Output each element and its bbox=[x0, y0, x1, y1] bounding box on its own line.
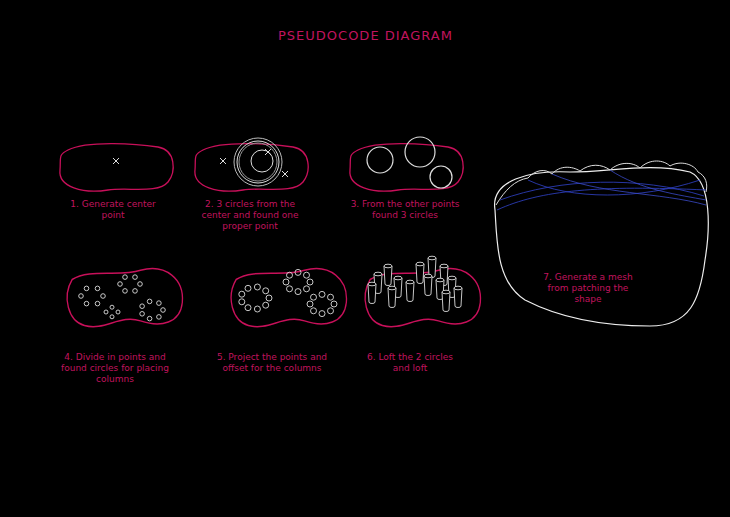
point-circle bbox=[311, 294, 317, 300]
point-circle bbox=[138, 282, 143, 287]
point-circle bbox=[239, 299, 245, 305]
step-caption: 7. Generate a mesh from patching the sha… bbox=[542, 272, 634, 305]
point-circle bbox=[123, 289, 128, 294]
point-circle bbox=[304, 272, 310, 278]
point-circle bbox=[110, 315, 114, 319]
three-circles bbox=[367, 137, 452, 188]
point-circle bbox=[331, 301, 337, 307]
point-circle bbox=[254, 306, 260, 312]
point-circle bbox=[328, 294, 334, 300]
column-body bbox=[424, 276, 432, 296]
center-point bbox=[113, 158, 119, 164]
point-circle bbox=[147, 316, 152, 321]
point-circle bbox=[140, 312, 145, 317]
point-circle bbox=[254, 284, 260, 290]
point-circle bbox=[101, 294, 106, 299]
point-circle bbox=[295, 269, 301, 275]
column-top bbox=[368, 282, 376, 286]
point-circle bbox=[161, 308, 166, 313]
column-body bbox=[368, 284, 376, 304]
point-circle bbox=[319, 311, 325, 317]
point-circle bbox=[110, 305, 114, 309]
column-top bbox=[436, 278, 444, 282]
column-body bbox=[384, 266, 392, 286]
point-circle bbox=[133, 275, 138, 280]
column-top bbox=[424, 274, 432, 278]
column-top bbox=[416, 262, 424, 266]
point-circle bbox=[263, 288, 269, 294]
point-circle bbox=[263, 302, 269, 308]
site-outline bbox=[231, 269, 346, 327]
site-outline bbox=[195, 144, 308, 191]
point-circle bbox=[287, 272, 293, 278]
point-circle bbox=[140, 304, 145, 309]
column-top bbox=[440, 264, 448, 268]
step-caption: 1. Generate center point bbox=[58, 199, 168, 221]
point-circle bbox=[245, 305, 251, 311]
point-circle bbox=[95, 286, 100, 291]
column-body bbox=[406, 282, 414, 302]
point-circle bbox=[116, 310, 120, 314]
point-circle bbox=[307, 301, 313, 307]
diagram-title: PSEUDOCODE DIAGRAM bbox=[278, 28, 453, 43]
circles bbox=[220, 138, 288, 186]
site-outline bbox=[67, 269, 182, 327]
site-outline bbox=[60, 144, 173, 191]
step-caption: 4. Divide in points and found circles fo… bbox=[56, 352, 174, 385]
column-top bbox=[374, 272, 382, 276]
point-circle bbox=[84, 301, 89, 306]
site-outline bbox=[350, 144, 463, 191]
point-circle bbox=[133, 289, 138, 294]
column-top bbox=[388, 286, 396, 290]
point-circle bbox=[79, 294, 84, 299]
column-top bbox=[448, 276, 456, 280]
column-top bbox=[442, 290, 450, 294]
column-body bbox=[454, 288, 462, 308]
point-circle bbox=[147, 299, 152, 304]
column-top bbox=[384, 264, 392, 268]
point-circle bbox=[84, 286, 89, 291]
point-circle bbox=[304, 286, 310, 292]
point-circle bbox=[157, 301, 162, 306]
point-circle bbox=[328, 308, 334, 314]
column-top bbox=[428, 256, 436, 260]
point-circle bbox=[123, 275, 128, 280]
point-circle bbox=[307, 279, 313, 285]
column-body bbox=[388, 288, 396, 308]
point-circle bbox=[311, 308, 317, 314]
point-circle bbox=[295, 289, 301, 295]
column-body bbox=[442, 292, 450, 312]
point-circle bbox=[245, 285, 251, 291]
step-caption: 5. Project the points and offset for the… bbox=[214, 352, 330, 374]
step-caption: 6. Loft the 2 circles and loft bbox=[360, 352, 460, 374]
column-top bbox=[406, 280, 414, 284]
point-circle bbox=[95, 301, 100, 306]
step-caption: 2. 3 circles from the center and found o… bbox=[194, 199, 306, 232]
point-circle bbox=[104, 310, 108, 314]
column-points bbox=[79, 269, 337, 321]
column-top bbox=[454, 286, 462, 290]
step-caption: 3. From the other points found 3 circles bbox=[350, 199, 460, 221]
mesh bbox=[495, 161, 709, 326]
point-circle bbox=[283, 279, 289, 285]
point-circle bbox=[157, 315, 162, 320]
point-circle bbox=[118, 282, 123, 287]
point-circle bbox=[319, 291, 325, 297]
point-circle bbox=[266, 295, 272, 301]
column-body bbox=[416, 264, 424, 284]
column-top bbox=[394, 276, 402, 280]
point-circle bbox=[287, 286, 293, 292]
columns bbox=[368, 256, 462, 311]
point-circle bbox=[239, 291, 245, 297]
